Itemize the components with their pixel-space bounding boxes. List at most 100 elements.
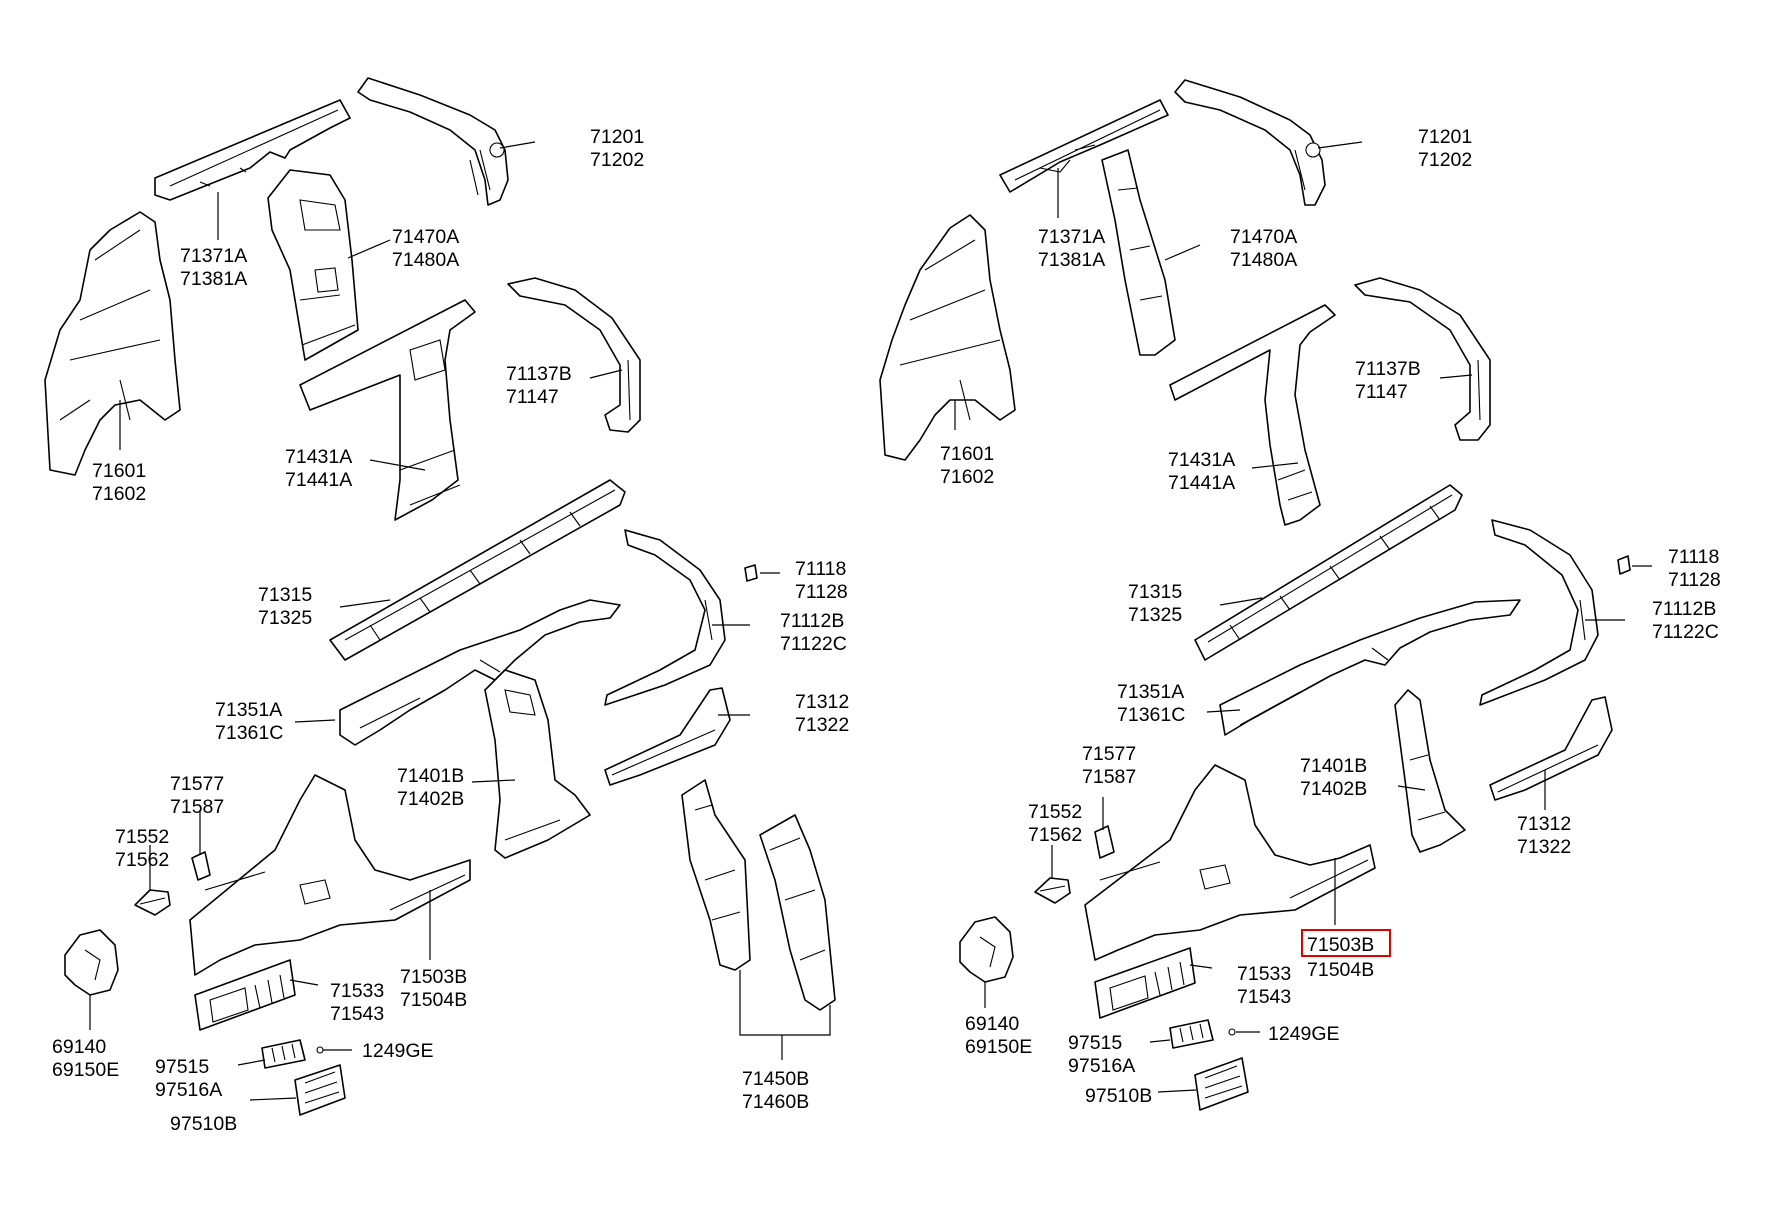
- label-97510B: 97510B: [1085, 1085, 1152, 1107]
- right-sill-part: [1194, 484, 1463, 661]
- label-71351A: 71351A: [1117, 681, 1184, 703]
- label-71112B: 71112B: [780, 610, 844, 632]
- label-71602: 71602: [940, 466, 994, 488]
- left-floor-crossmember-part: [681, 779, 836, 1011]
- right-small-vent-part: [1169, 1019, 1236, 1049]
- label-71441A: 71441A: [285, 469, 352, 491]
- left-sill-inner-part: [329, 479, 626, 661]
- label-71381A: 71381A: [1038, 249, 1105, 271]
- label-71552: 71552: [115, 826, 169, 848]
- label-71322: 71322: [1517, 836, 1571, 858]
- right-small-bracket-part: [1617, 555, 1631, 575]
- label-97515: 97515: [155, 1056, 209, 1078]
- label-71504B: 71504B: [1307, 959, 1374, 981]
- label-71562: 71562: [1028, 824, 1082, 846]
- right-vent-panel-part: [1094, 947, 1196, 1019]
- label-71137B: 71137B: [506, 363, 572, 385]
- label-71201: 71201: [590, 126, 644, 148]
- label-71128: 71128: [795, 581, 848, 603]
- left-wheel-arch-part: [507, 277, 641, 433]
- label-1249GE: 1249GE: [1268, 1023, 1340, 1045]
- label-71381A: 71381A: [180, 268, 247, 290]
- label-71361C: 71361C: [215, 722, 283, 744]
- right-c-pillar-part: [1394, 689, 1466, 853]
- right-center-pillar-part: [1101, 149, 1176, 356]
- label-71402B: 71402B: [397, 788, 464, 810]
- label-69140: 69140: [965, 1013, 1019, 1035]
- left-roof-rail-part: [154, 99, 351, 201]
- label-71480A: 71480A: [1230, 249, 1297, 271]
- label-71312: 71312: [795, 691, 849, 713]
- label-71587: 71587: [170, 796, 224, 818]
- right-roof-side-part: [1219, 599, 1521, 736]
- label-71122C: 71122C: [780, 633, 847, 655]
- label-71562: 71562: [115, 849, 169, 871]
- left-upper-quarter-part: [357, 77, 509, 206]
- label-71118: 71118: [795, 558, 846, 580]
- left-small-vent-part: [261, 1039, 324, 1069]
- label-71361C: 71361C: [1117, 704, 1185, 726]
- label-71325: 71325: [258, 607, 312, 629]
- label-71601: 71601: [92, 460, 146, 482]
- label-71137B: 71137B: [1355, 358, 1421, 380]
- label-71503B: 71503B: [400, 966, 467, 988]
- right-assembly: [879, 79, 1652, 1111]
- label-97515: 97515: [1068, 1032, 1122, 1054]
- label-69150E: 69150E: [965, 1036, 1032, 1058]
- highlight-box: [1301, 929, 1391, 957]
- label-71312: 71312: [1517, 813, 1571, 835]
- label-71315: 71315: [1128, 581, 1182, 603]
- left-bracket-part: [191, 851, 211, 881]
- label-71533: 71533: [330, 980, 384, 1002]
- label-71112B: 71112B: [1652, 598, 1716, 620]
- right-roof-rail-part: [999, 99, 1169, 193]
- label-71147: 71147: [506, 386, 559, 408]
- label-71315: 71315: [258, 584, 312, 606]
- left-center-pillar-inner-part: [267, 169, 359, 361]
- label-97516A: 97516A: [155, 1079, 222, 1101]
- left-roof-side-part: [339, 599, 621, 746]
- label-71118: 71118: [1668, 546, 1719, 568]
- left-c-pillar-inner-part: [484, 669, 591, 859]
- left-vent-panel-part: [194, 959, 296, 1031]
- right-grille-part: [1194, 1057, 1249, 1111]
- label-71401B: 71401B: [1300, 755, 1367, 777]
- label-71601: 71601: [940, 443, 994, 465]
- label-71450B: 71450B: [742, 1068, 809, 1090]
- label-71122C: 71122C: [1652, 621, 1719, 643]
- label-71431A: 71431A: [1168, 449, 1235, 471]
- label-71371A: 71371A: [180, 245, 247, 267]
- label-71587: 71587: [1082, 766, 1136, 788]
- right-quarter-lower-part: [1489, 696, 1613, 801]
- label-71325: 71325: [1128, 604, 1182, 626]
- label-71503B: 71503B: [1307, 934, 1374, 956]
- label-71147: 71147: [1355, 381, 1408, 403]
- left-inner-quarter-part: [44, 211, 181, 476]
- label-71431A: 71431A: [285, 446, 352, 468]
- label-71460B: 71460B: [742, 1091, 809, 1113]
- right-bracket-part: [1094, 825, 1115, 859]
- left-small-bracket-part: [744, 564, 758, 582]
- label-71322: 71322: [795, 714, 849, 736]
- left-grille-part: [294, 1064, 346, 1116]
- left-leader-lines: [89, 141, 831, 1101]
- label-71201: 71201: [1418, 126, 1472, 148]
- label-71577: 71577: [1082, 743, 1136, 765]
- right-pad-part: [1034, 877, 1071, 904]
- label-71128: 71128: [1668, 569, 1721, 591]
- left-quarter-inner-lower-part: [604, 529, 726, 706]
- right-upper-quarter-part: [1174, 79, 1326, 206]
- label-71533: 71533: [1237, 963, 1291, 985]
- label-71480A: 71480A: [392, 249, 459, 271]
- right-b-pillar-part: [1169, 304, 1336, 526]
- right-inner-quarter-part: [879, 214, 1016, 461]
- left-pad-part: [134, 889, 171, 916]
- left-rear-bracket-part: [64, 929, 119, 996]
- label-71470A: 71470A: [392, 226, 459, 248]
- label-71371A: 71371A: [1038, 226, 1105, 248]
- label-71402B: 71402B: [1300, 778, 1367, 800]
- label-71401B: 71401B: [397, 765, 464, 787]
- right-quarter-inner-lower-part: [1479, 519, 1599, 706]
- left-quarter-outer-part: [189, 774, 471, 976]
